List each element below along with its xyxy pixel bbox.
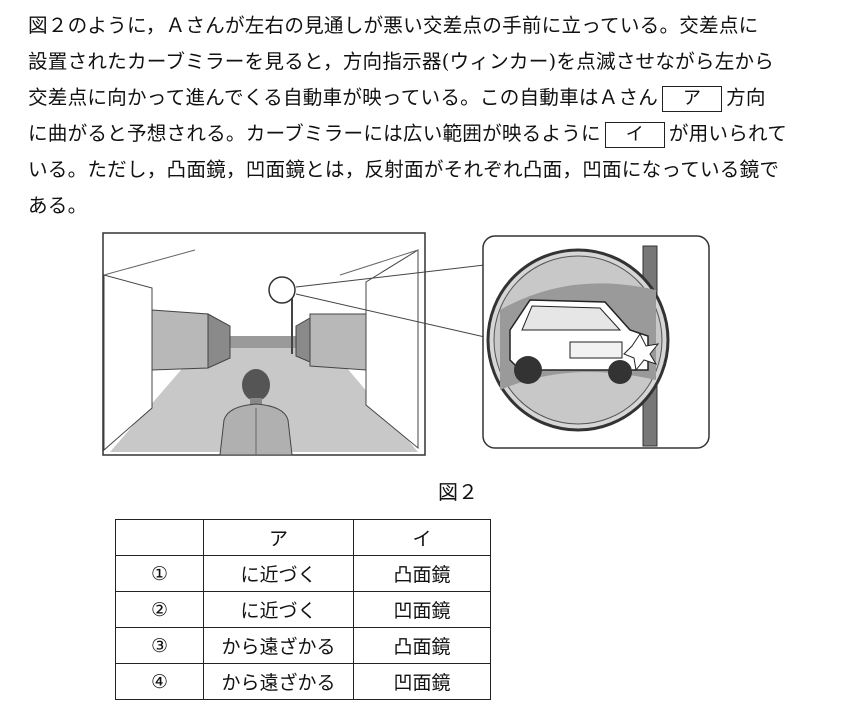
- text-segment: が用いられて: [668, 122, 788, 145]
- table-cell: 凹面鏡: [353, 663, 491, 700]
- text-segment: に曲がると予想される。カーブミラーには広い範囲が映るように: [28, 122, 601, 145]
- table-header-cell: イ: [353, 519, 491, 556]
- table-header-cell: [115, 519, 204, 556]
- figure-2-illustration: [102, 232, 710, 456]
- text-line: ある。: [28, 194, 88, 217]
- table-header-cell: ア: [203, 519, 354, 556]
- mirror-closeup: [482, 235, 710, 449]
- car-icon: [509, 299, 660, 384]
- table-cell: 凸面鏡: [353, 627, 491, 664]
- table-cell: 凸面鏡: [353, 555, 491, 592]
- text-line: 交差点に向かって進んでくる自動車が映っている。この自動車はＡさんア方向: [28, 80, 858, 116]
- choice-number: ③: [115, 627, 204, 664]
- blank-i-box: イ: [604, 121, 665, 148]
- table-cell: から遠ざかる: [203, 663, 354, 700]
- table-row: ③ から遠ざかる 凸面鏡: [115, 627, 491, 664]
- table-cell: に近づく: [203, 555, 354, 592]
- question-paragraph: 図２のように，Ａさんが左右の見通しが悪い交差点の手前に立っている。交差点に 設置…: [28, 8, 858, 224]
- text-segment: 交差点に向かって進んでくる自動車が映っている。この自動車はＡさん: [28, 86, 659, 109]
- choice-number: ④: [115, 663, 204, 700]
- table-row: ④ から遠ざかる 凹面鏡: [115, 663, 491, 700]
- blank-a-box: ア: [662, 85, 723, 112]
- figure-caption: 図２: [438, 480, 478, 504]
- person-a: [219, 369, 293, 456]
- table-row: ② に近づく 凹面鏡: [115, 591, 491, 628]
- text-line: 設置されたカーブミラーを見ると，方向指示器(ウィンカー)を点滅させながら左から: [28, 50, 775, 73]
- text-line: いる。ただし，凸面鏡，凹面鏡とは，反射面がそれぞれ凸面，凹面になっている鏡で: [28, 158, 780, 181]
- choice-number: ②: [115, 591, 204, 628]
- text-segment: 方向: [726, 86, 766, 109]
- choice-number: ①: [115, 555, 204, 592]
- answer-table: ア イ ① に近づく 凸面鏡 ② に近づく 凹面鏡 ③ から遠ざかる 凸面鏡 ④…: [115, 519, 491, 700]
- table-cell: に近づく: [203, 591, 354, 628]
- table-cell: から遠ざかる: [203, 627, 354, 664]
- table-header-row: ア イ: [115, 519, 491, 556]
- table-cell: 凹面鏡: [353, 591, 491, 628]
- text-line: 図２のように，Ａさんが左右の見通しが悪い交差点の手前に立っている。交差点に: [28, 14, 759, 37]
- table-row: ① に近づく 凸面鏡: [115, 555, 491, 592]
- text-line: に曲がると予想される。カーブミラーには広い範囲が映るようにイが用いられて: [28, 116, 858, 152]
- street-scene: [102, 232, 426, 456]
